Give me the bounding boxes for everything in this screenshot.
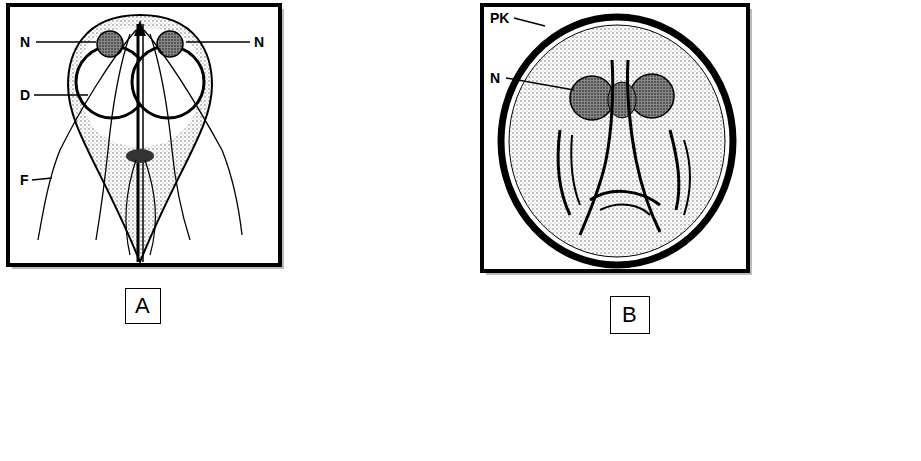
leader-line (32, 42, 250, 180)
panel-frame (8, 5, 284, 269)
figure-letter-box: B (610, 296, 650, 334)
panel-frame (482, 5, 752, 275)
figure-letter-box: A (125, 288, 161, 324)
part-label: N (490, 71, 500, 85)
part-label: N (20, 35, 30, 49)
cyst (501, 17, 733, 265)
trophozoite (38, 15, 242, 262)
part-label: N (254, 35, 264, 49)
figure-letter: A (135, 295, 150, 317)
part-label: D (20, 88, 30, 102)
part-label: F (20, 173, 29, 187)
part-label: PK (490, 11, 509, 25)
leader-line (506, 18, 574, 90)
figure-letter: B (622, 304, 637, 326)
